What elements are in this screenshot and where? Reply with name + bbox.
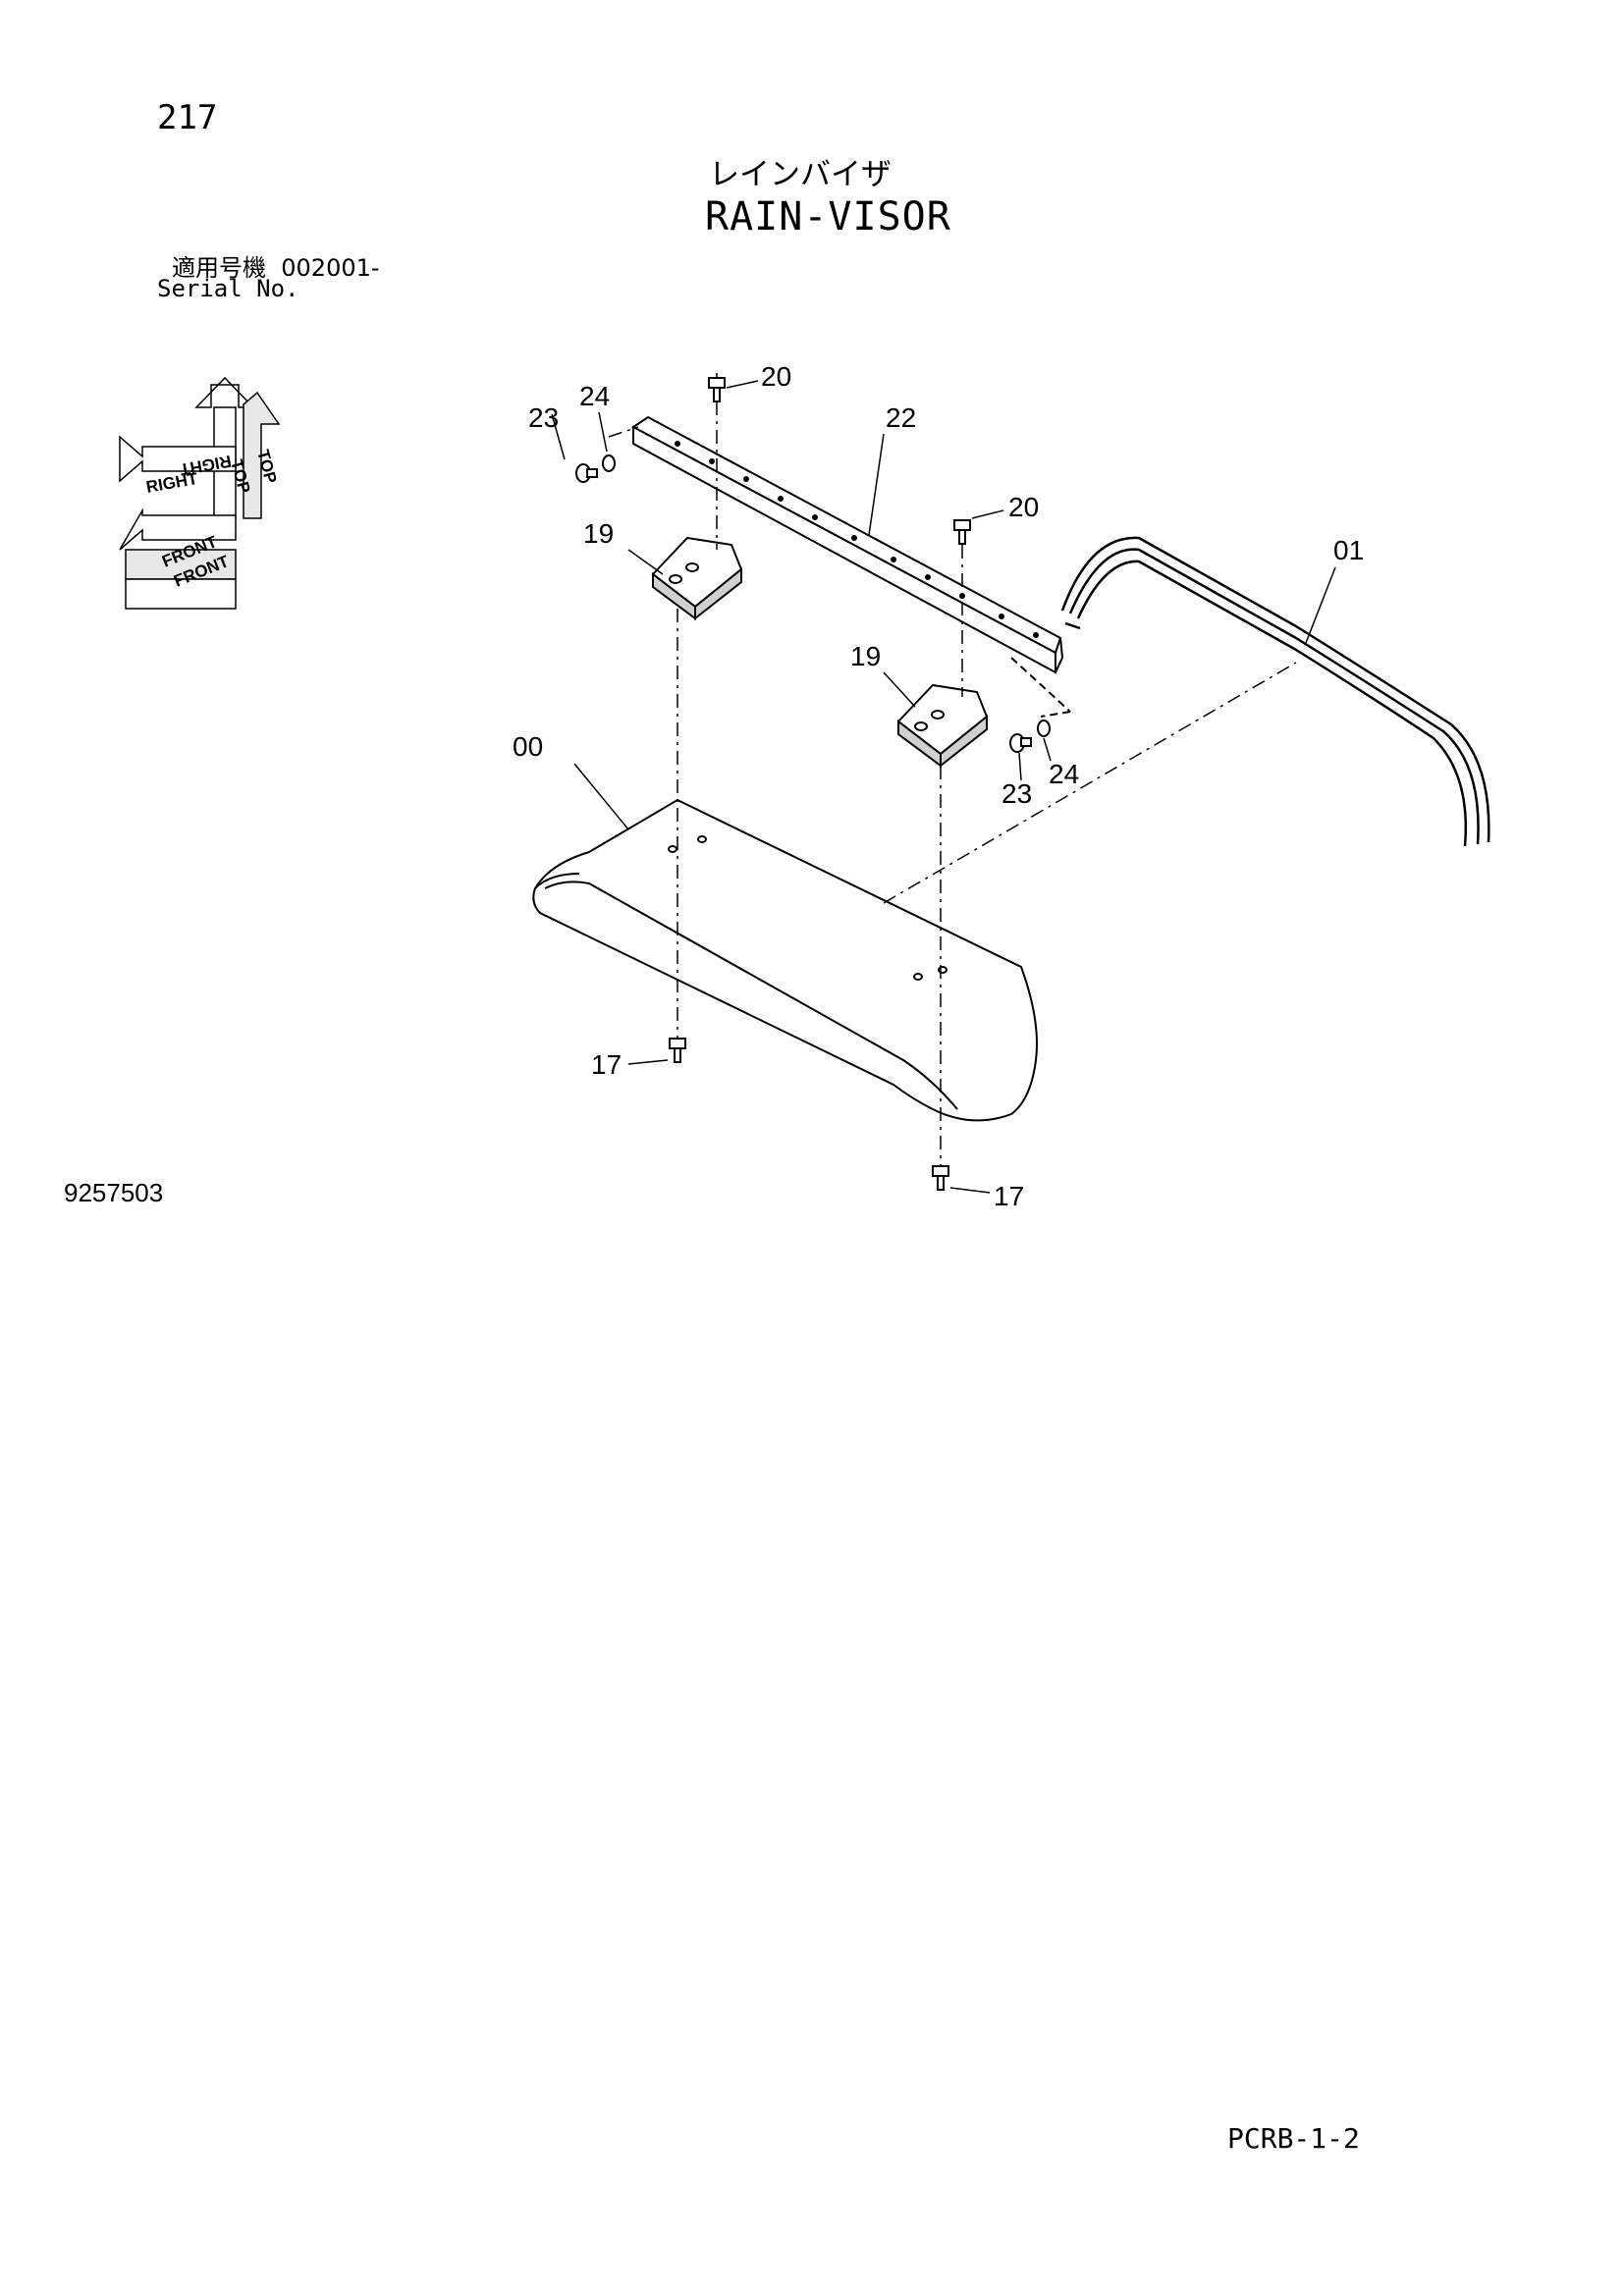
serial-range: 002001- — [281, 254, 380, 282]
washer-24-left — [602, 454, 616, 472]
callout-19-left: 19 — [583, 518, 614, 549]
serial-label: Serial No. — [157, 275, 299, 302]
callout-17-left: 17 — [591, 1049, 622, 1080]
rain-visor-panel-part — [532, 798, 1038, 1122]
serial-label-japanese: 適用号機 — [172, 254, 266, 282]
callout-01: 01 — [1333, 535, 1364, 565]
front-arrow — [119, 507, 237, 551]
callout-23-left: 23 — [528, 402, 559, 433]
callout-24-right: 24 — [1049, 759, 1079, 789]
fasteners — [575, 377, 1051, 1191]
top-arrow-head — [194, 376, 255, 408]
orientation-indicator — [119, 376, 281, 610]
callout-24-left: 24 — [579, 381, 610, 411]
leader-lines — [551, 380, 1336, 1194]
page-title-japanese: レインバイザ — [709, 157, 892, 192]
callout-19-right: 19 — [850, 641, 881, 671]
callout-00: 00 — [513, 731, 543, 762]
serial-applicability: 適用号機 002001- — [172, 248, 380, 283]
visor-bracket-left — [651, 536, 743, 621]
bolt-20-left-head — [708, 377, 726, 389]
callout-22: 22 — [886, 402, 916, 433]
right-arrow — [119, 435, 237, 483]
page-title: RAIN-VISOR — [705, 194, 951, 240]
bolt-17-right-head — [932, 1165, 949, 1177]
drawing-number: 9257503 — [64, 1178, 164, 1207]
visor-bracket-right — [896, 683, 989, 769]
callout-20-left: 20 — [761, 361, 791, 392]
callout-23-right: 23 — [1001, 778, 1032, 809]
washer-24-right — [1037, 720, 1051, 737]
bolt-20-right-head — [953, 519, 971, 531]
page-code: PCRB-1-2 — [1227, 2122, 1360, 2155]
bracket-rail-part — [631, 415, 1071, 718]
rubber-seal-part — [1060, 536, 1490, 847]
callout-20-right: 20 — [1008, 492, 1039, 522]
page-number: 217 — [157, 98, 218, 137]
callout-17-right: 17 — [994, 1181, 1024, 1211]
bolt-17-left-head — [669, 1038, 686, 1049]
alignment-lines — [608, 373, 1297, 1168]
